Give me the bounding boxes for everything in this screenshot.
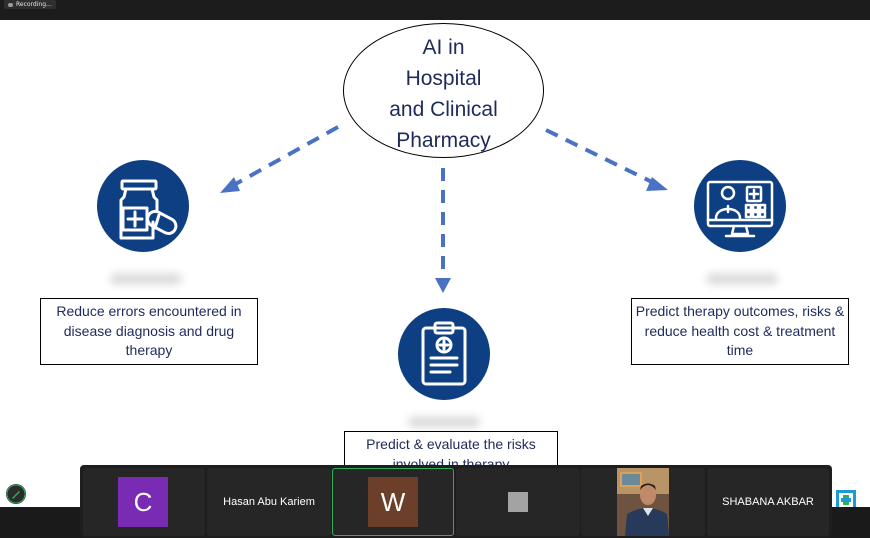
dashed-arrows [220, 125, 668, 293]
avatar-c: C [118, 477, 168, 527]
blurred-label-left [110, 273, 182, 285]
slide-title: AI in Hospital and Clinical Pharmacy [389, 36, 498, 152]
pen-icon [6, 484, 26, 504]
top-bar: Recording... [0, 0, 870, 20]
arrowhead-center [435, 278, 451, 293]
participant-strip: C Hasan Abu Kariem W SHABANA AKBAR [80, 465, 832, 538]
participant-tile-video-off[interactable] [456, 468, 580, 536]
arrow-left [231, 125, 339, 188]
right-text-box: Predict therapy outcomes, risks & reduce… [631, 298, 849, 365]
title-ellipse [343, 23, 544, 158]
participant-video [617, 468, 669, 536]
recording-indicator[interactable]: Recording... [4, 0, 56, 9]
arrowhead-left [220, 177, 240, 193]
participant-tile-video[interactable] [581, 468, 705, 536]
blurred-label-right [706, 273, 778, 285]
medicine-bottle-icon [97, 160, 189, 252]
blurred-label-center [408, 416, 480, 428]
shared-slide: AI in Hospital and Clinical Pharmacy [0, 20, 870, 507]
participant-name: Hasan Abu Kariem [223, 496, 315, 508]
arrow-right [545, 128, 657, 186]
recording-label: Recording... [16, 1, 52, 8]
participant-tile-c[interactable]: C [83, 468, 205, 536]
cloud-icon [8, 2, 13, 7]
avatar-w: W [368, 477, 418, 527]
telemedicine-doctor-icon [694, 160, 786, 252]
left-text-box: Reduce errors encountered in disease dia… [40, 298, 258, 365]
annotate-pen-button[interactable] [6, 484, 26, 504]
arrowhead-right [646, 177, 668, 191]
participant-tile-hasan[interactable]: Hasan Abu Kariem [207, 468, 331, 536]
clipboard-icon [398, 308, 490, 400]
logo-icon [836, 490, 856, 507]
participant-tile-shabana[interactable]: SHABANA AKBAR [707, 468, 829, 536]
participant-tile-w-active-speaker[interactable]: W [332, 468, 454, 536]
participant-name: SHABANA AKBAR [722, 496, 814, 508]
video-placeholder-icon [508, 492, 528, 512]
